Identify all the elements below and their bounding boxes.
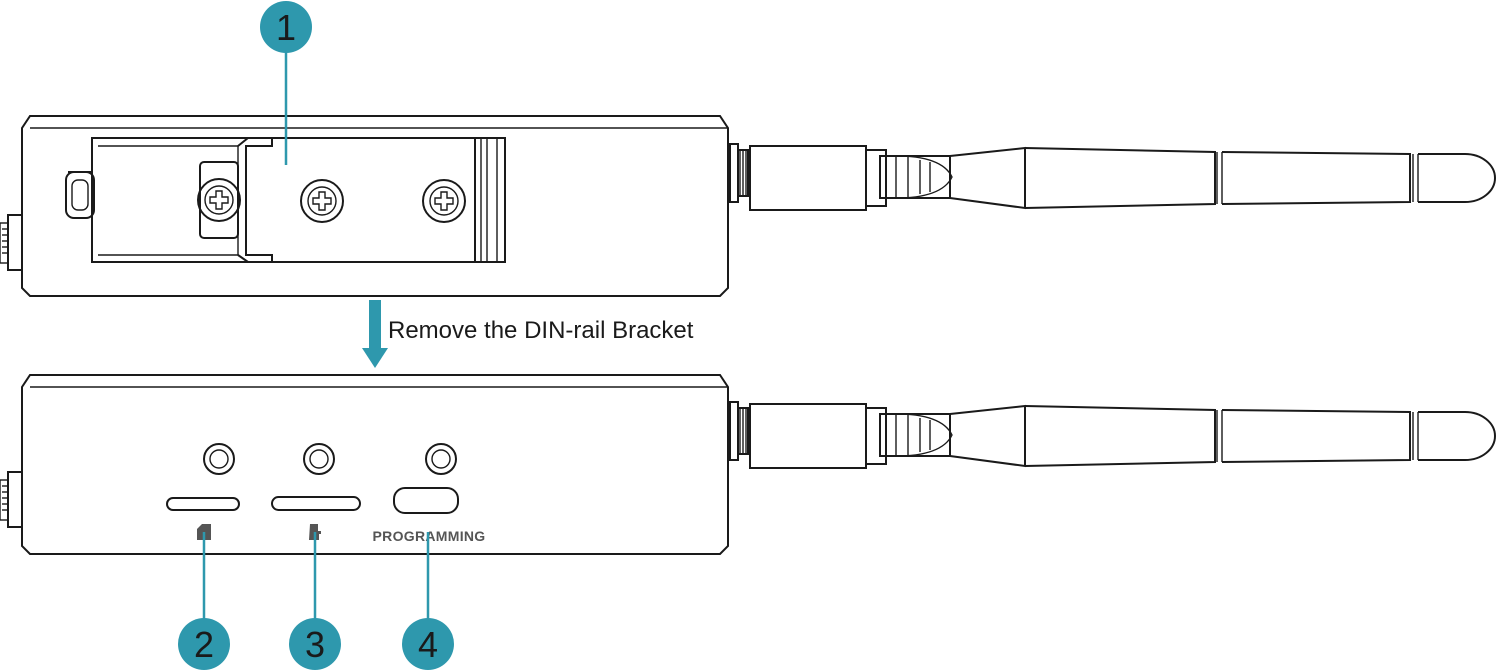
callout-number: 4 — [418, 624, 438, 665]
led-indicator — [303, 443, 335, 475]
callout-number: 3 — [305, 624, 325, 665]
side-connector-bottom — [0, 471, 23, 528]
callout-2: 2 — [178, 532, 230, 670]
step-caption: Remove the DIN-rail Bracket — [388, 317, 694, 344]
side-connector-top — [0, 214, 23, 271]
led-indicator — [203, 443, 235, 475]
din-rail-bracket — [65, 137, 506, 263]
micro-sd-card-slot — [271, 496, 361, 511]
screw-icon — [197, 178, 241, 222]
device-housing-top — [21, 115, 729, 297]
screw-icon — [300, 179, 344, 223]
callout-4: 4 — [402, 532, 454, 670]
callout-3: 3 — [289, 532, 341, 670]
screw-icon — [422, 179, 466, 223]
sd-card-slot — [166, 497, 240, 511]
arrow-down-icon — [362, 300, 388, 368]
callout-number: 2 — [194, 624, 214, 665]
callout-1: 1 — [260, 1, 312, 165]
programming-port — [393, 487, 459, 514]
callout-number: 1 — [276, 7, 296, 48]
device-housing-bottom — [21, 374, 729, 555]
device-top-view — [0, 115, 1496, 297]
device-bottom-view: PROGRAMMING — [0, 374, 1496, 555]
led-indicator — [425, 443, 457, 475]
antenna-icon — [729, 143, 1496, 211]
antenna-icon — [729, 401, 1496, 469]
